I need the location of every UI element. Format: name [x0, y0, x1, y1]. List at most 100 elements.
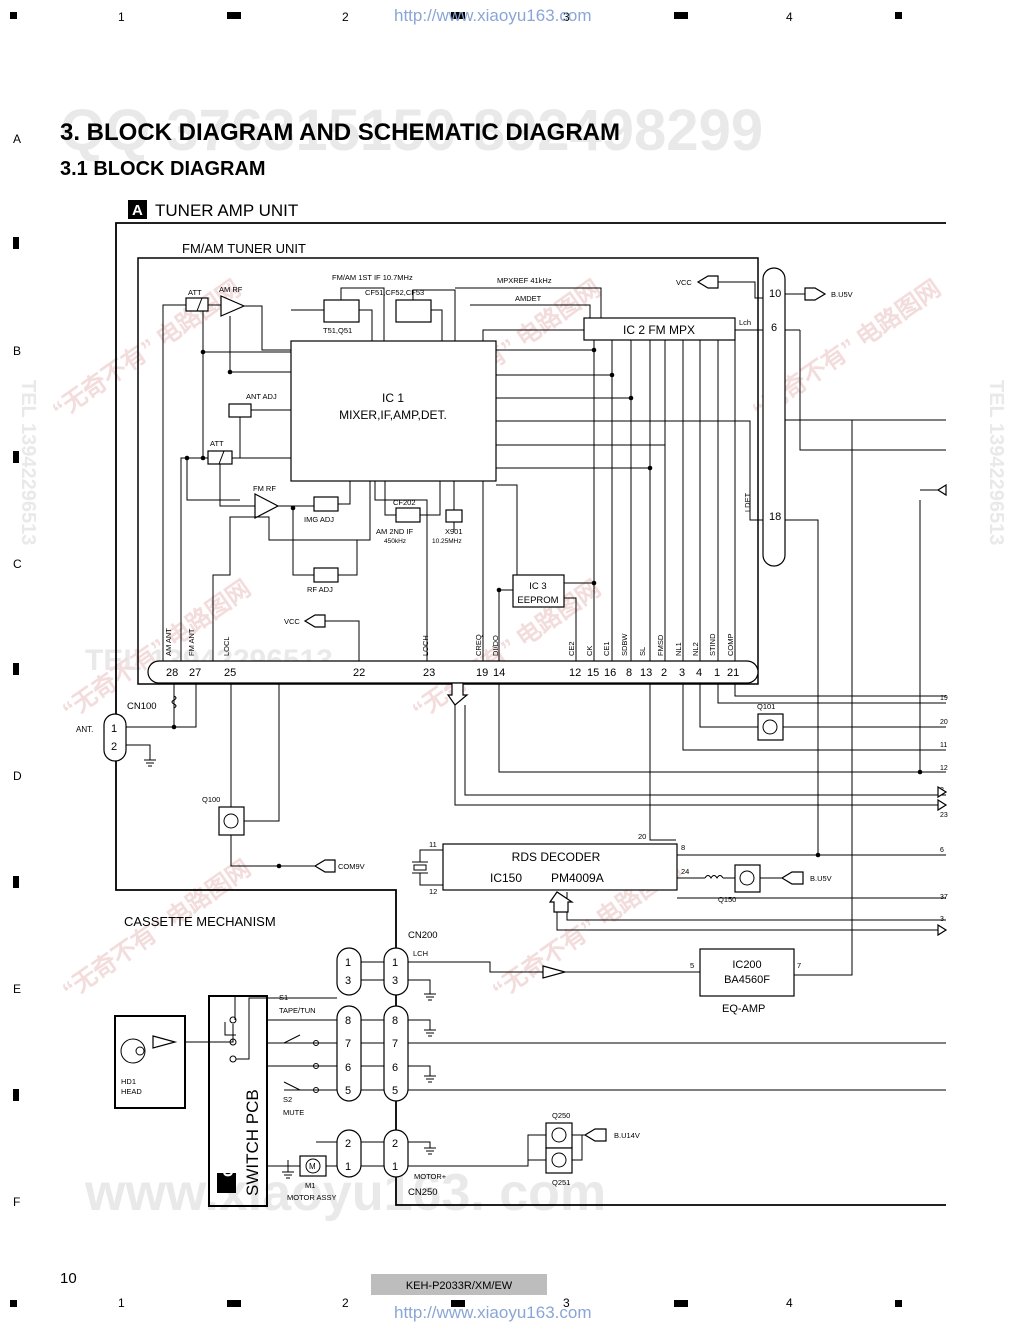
- rds-part: PM4009A: [551, 871, 604, 885]
- am-rf-label: AM RF: [219, 285, 243, 294]
- unit-badge-box: [128, 200, 147, 219]
- conn-pin-10: 10: [769, 288, 781, 300]
- pin-21: 21: [727, 667, 739, 679]
- pin-name-ce1: CE1: [602, 641, 611, 656]
- conn-b-right: [383, 1005, 409, 1102]
- ic1-desc: MIXER,IF,AMP,DET.: [339, 408, 447, 422]
- s1-ref: S1: [279, 993, 288, 1002]
- eq-amp-block: [699, 948, 795, 997]
- watermark-url-top[interactable]: http://www.xiaoyu163.com: [394, 6, 592, 25]
- t51-label: T51,Q51: [323, 326, 352, 335]
- img-adj-box: [313, 496, 339, 512]
- ant-label: ANT.: [76, 725, 93, 734]
- ant-pin-1: 1: [111, 723, 117, 735]
- rds-pin-24: 24: [681, 867, 689, 876]
- pin-name-nl1: NL1: [674, 642, 683, 656]
- conn-c-right: [383, 1129, 409, 1178]
- rds-pin-8: 8: [681, 843, 685, 852]
- pin-1: 1: [714, 667, 720, 679]
- col-mark-3-bottom: 3: [563, 1296, 570, 1310]
- eq-pin-7: 7: [797, 961, 801, 970]
- motor-ref: M1: [305, 1181, 315, 1190]
- conn-a-right: [383, 947, 409, 996]
- cc-r-2: 2: [392, 1138, 398, 1150]
- right-pin-3: 3: [940, 916, 944, 923]
- cn100-label: CN100: [127, 701, 157, 712]
- right-pin-37: 37: [940, 894, 948, 901]
- vcc2-arrow: [303, 614, 326, 628]
- ca-r-1: 1: [392, 957, 398, 969]
- ic2-block: [583, 317, 736, 341]
- cb-r-5: 5: [392, 1085, 398, 1097]
- pin-name-fmsd: FMSD: [656, 634, 665, 656]
- conn-b-left: [336, 1005, 362, 1102]
- col-mark-2: 2: [342, 10, 349, 24]
- att2-label: ATT: [210, 439, 224, 448]
- ca-l-3: 3: [345, 975, 351, 987]
- am-rf-amp: [220, 295, 246, 317]
- head-icon: [120, 1038, 146, 1064]
- cb-r-6: 6: [392, 1062, 398, 1074]
- s1-name: TAPE/TUN: [279, 1006, 316, 1015]
- cn200-lch-label: LCH: [413, 949, 428, 958]
- rds-title: RDS DECODER: [512, 850, 601, 864]
- ground-symbols: [282, 993, 436, 1179]
- watermark-url-bottom[interactable]: http://www.xiaoyu163.com: [394, 1303, 592, 1322]
- unit-title: TUNER AMP UNIT: [155, 201, 298, 220]
- switch-pcb-badge-box: [217, 1173, 236, 1193]
- watermark-side-left: TEL 13942296513: [17, 380, 39, 545]
- motor-plus-label: MOTOR+: [414, 1172, 447, 1181]
- watermark-cn-6: “无奇不有” 电路图网: [57, 854, 255, 1005]
- cc-l-1: 1: [345, 1161, 351, 1173]
- watermark-cn-1: “无奇不有” 电路图网: [47, 274, 245, 425]
- lch-label: Lch: [739, 318, 751, 327]
- right-pin-20: 20: [940, 719, 948, 726]
- pin-16: 16: [604, 667, 616, 679]
- q251-transistor: [545, 1147, 573, 1174]
- conn-c-left: [336, 1129, 362, 1178]
- rf-adj-box: [313, 567, 339, 583]
- q100-wiring: [230, 683, 315, 867]
- ant-connector: [103, 713, 127, 762]
- pin-name-loch: LOCH: [421, 635, 430, 656]
- cc-r-1: 1: [392, 1161, 398, 1173]
- col-mark-3: 3: [563, 10, 570, 24]
- row-mark-d: D: [13, 769, 22, 783]
- eq-name: EQ-AMP: [722, 1003, 765, 1015]
- rds-up-arrow: [548, 891, 574, 913]
- row-mark-e: E: [13, 982, 21, 996]
- tuner-unit-box: [137, 257, 759, 685]
- cc-l-2: 2: [345, 1138, 351, 1150]
- pin-14: 14: [493, 667, 505, 679]
- s2-ref: S2: [283, 1095, 292, 1104]
- ant-adj-box: [228, 403, 252, 418]
- switch-pcb-label: SWITCH PCB: [243, 1089, 262, 1196]
- ic3-desc: EEPROM: [517, 595, 558, 606]
- vcc-arrow: [696, 275, 719, 289]
- mpxref-label: MPXREF 41kHz: [497, 276, 552, 285]
- head-name: HEAD: [121, 1087, 142, 1096]
- cn250-label: CN250: [408, 1187, 438, 1198]
- up-arrow-bus: [446, 682, 469, 706]
- motor-glyph: M: [309, 1162, 316, 1171]
- ant-adj-label: ANT ADJ: [246, 392, 277, 401]
- x901-crystal: [445, 509, 463, 523]
- pin-23: 23: [423, 667, 435, 679]
- rds-bu5v-label: B.U5V: [810, 874, 832, 883]
- tuner-wiring: [162, 281, 819, 855]
- eq-part: BA4560F: [724, 974, 770, 986]
- rds-decoder-block: [442, 843, 678, 891]
- q100-transistor: [218, 806, 245, 836]
- pin-number-row: 28 27 25 22 23 19 14 12 15 16 8 13 2 3 4…: [166, 667, 739, 679]
- pin-2: 2: [661, 667, 667, 679]
- vcc-label: VCC: [676, 278, 692, 287]
- q100-label: Q100: [202, 795, 220, 804]
- pin-3: 3: [679, 667, 685, 679]
- com9v-label: COM9V: [338, 862, 365, 871]
- pin-name-creq: CREQ: [474, 634, 483, 656]
- unit-badge: A: [132, 202, 143, 219]
- cassette-connectors: [336, 947, 409, 1178]
- right-edge-arrows: [936, 483, 948, 937]
- cn200-label: CN200: [408, 930, 438, 941]
- q101-symbol: [762, 719, 778, 735]
